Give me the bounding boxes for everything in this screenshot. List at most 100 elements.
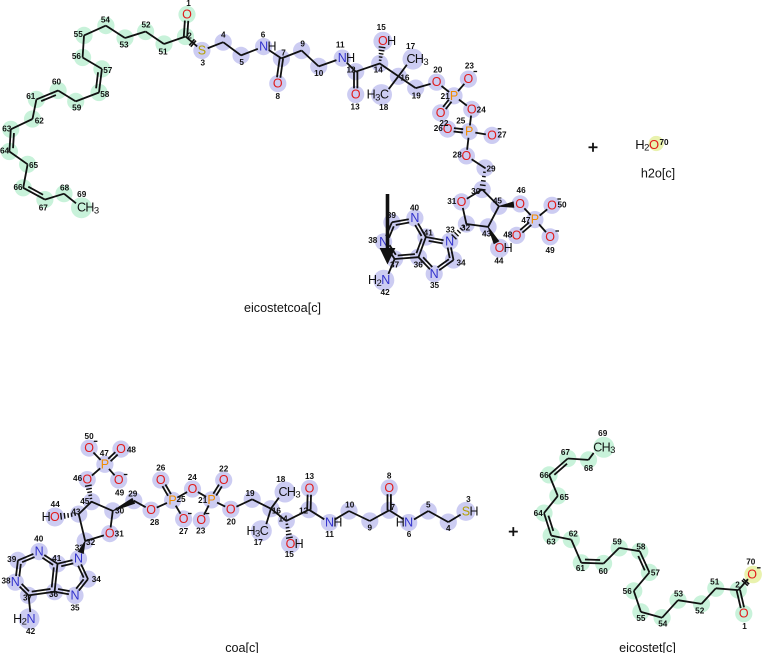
svg-text:23: 23 [196, 526, 206, 535]
svg-text:C: C [278, 485, 287, 499]
svg-text:65: 65 [560, 493, 570, 502]
svg-text:70: 70 [746, 557, 756, 566]
svg-text:52: 52 [141, 21, 151, 30]
svg-text:O: O [547, 198, 557, 212]
svg-text:34: 34 [92, 575, 102, 584]
svg-text:60: 60 [599, 567, 609, 576]
svg-text:55: 55 [74, 30, 84, 39]
svg-text:11: 11 [336, 41, 345, 50]
svg-text:10: 10 [314, 69, 324, 78]
svg-text:20: 20 [227, 518, 237, 527]
svg-text:O: O [467, 102, 477, 116]
svg-text:16: 16 [272, 506, 282, 515]
svg-text:H: H [333, 516, 342, 530]
svg-text:H: H [267, 40, 276, 54]
svg-text:12: 12 [299, 507, 309, 516]
svg-text:H: H [635, 137, 644, 152]
svg-text:22: 22 [219, 464, 229, 473]
svg-text:O: O [436, 106, 446, 120]
svg-text:H: H [42, 510, 51, 524]
svg-text:O: O [351, 88, 361, 102]
svg-text:29: 29 [486, 164, 496, 173]
svg-text:62: 62 [569, 530, 579, 539]
svg-text:16: 16 [400, 73, 410, 82]
svg-text:O: O [114, 473, 124, 487]
svg-text:66: 66 [540, 471, 550, 480]
svg-text:O: O [515, 197, 525, 211]
svg-text:67: 67 [561, 448, 571, 457]
svg-text:H: H [287, 485, 296, 499]
svg-text:44: 44 [51, 500, 61, 509]
svg-text:8: 8 [387, 471, 392, 480]
svg-text:14: 14 [278, 515, 288, 524]
svg-text:32: 32 [86, 538, 96, 547]
svg-text:O: O [545, 230, 555, 244]
svg-text:24: 24 [477, 106, 487, 115]
svg-text:N: N [445, 234, 454, 248]
svg-text:O: O [512, 228, 522, 242]
svg-text:26: 26 [156, 464, 166, 473]
svg-text:3: 3 [255, 529, 260, 540]
svg-text:1: 1 [742, 622, 747, 631]
svg-text:P: P [450, 89, 458, 103]
svg-text:O: O [84, 441, 94, 455]
svg-text:41: 41 [424, 229, 434, 238]
svg-text:O: O [464, 72, 474, 86]
svg-text:O: O [286, 537, 296, 551]
svg-text:36: 36 [414, 261, 424, 270]
svg-text:H: H [396, 516, 405, 530]
svg-text:eicostet[c]: eicostet[c] [619, 641, 676, 653]
svg-text:N: N [325, 516, 334, 530]
svg-text:37: 37 [23, 594, 33, 603]
svg-text:68: 68 [60, 183, 70, 192]
svg-text:N: N [410, 211, 419, 225]
svg-text:7: 7 [281, 49, 286, 58]
svg-text:29: 29 [128, 489, 138, 498]
svg-text:S: S [462, 504, 470, 518]
svg-text:H: H [602, 440, 611, 454]
svg-text:23: 23 [465, 62, 475, 71]
svg-text:43: 43 [71, 507, 81, 516]
svg-text:6: 6 [261, 30, 266, 39]
svg-text:O: O [226, 502, 236, 516]
svg-text:28: 28 [453, 150, 463, 159]
svg-text:52: 52 [695, 607, 705, 616]
svg-text:9: 9 [300, 40, 305, 49]
svg-text:2: 2 [376, 278, 381, 289]
svg-text:N: N [379, 235, 388, 249]
svg-text:O: O [384, 481, 394, 495]
svg-text:64: 64 [534, 509, 544, 518]
svg-text:46: 46 [73, 474, 83, 483]
svg-text:49: 49 [115, 489, 125, 498]
svg-text:H: H [85, 201, 94, 215]
svg-text:15: 15 [377, 23, 387, 32]
svg-text:69: 69 [77, 190, 87, 199]
svg-text:53: 53 [119, 41, 129, 50]
svg-text:O: O [116, 442, 126, 456]
svg-text:7: 7 [391, 503, 396, 512]
svg-text:40: 40 [34, 534, 44, 543]
svg-text:20: 20 [433, 65, 443, 74]
svg-text:27: 27 [179, 527, 189, 536]
svg-text:17: 17 [406, 42, 416, 51]
svg-text:O: O [182, 8, 192, 22]
svg-text:N: N [259, 40, 268, 54]
svg-text:30: 30 [115, 506, 125, 515]
svg-text:55: 55 [636, 614, 646, 623]
svg-text:P: P [465, 125, 473, 139]
svg-text:O: O [739, 607, 749, 621]
svg-text:O: O [273, 77, 283, 91]
svg-text:O: O [82, 473, 92, 487]
svg-text:43: 43 [482, 229, 492, 238]
svg-text:38: 38 [1, 577, 11, 586]
svg-text:38: 38 [368, 236, 378, 245]
svg-text:35: 35 [430, 281, 440, 290]
svg-text:3: 3 [423, 57, 428, 68]
svg-text:5: 5 [426, 501, 431, 510]
svg-text:19: 19 [412, 92, 422, 101]
svg-text:34: 34 [456, 259, 466, 268]
svg-text:O: O [649, 137, 659, 152]
svg-text:C: C [593, 440, 602, 454]
svg-text:3: 3 [94, 205, 99, 216]
svg-text:69: 69 [598, 429, 608, 438]
